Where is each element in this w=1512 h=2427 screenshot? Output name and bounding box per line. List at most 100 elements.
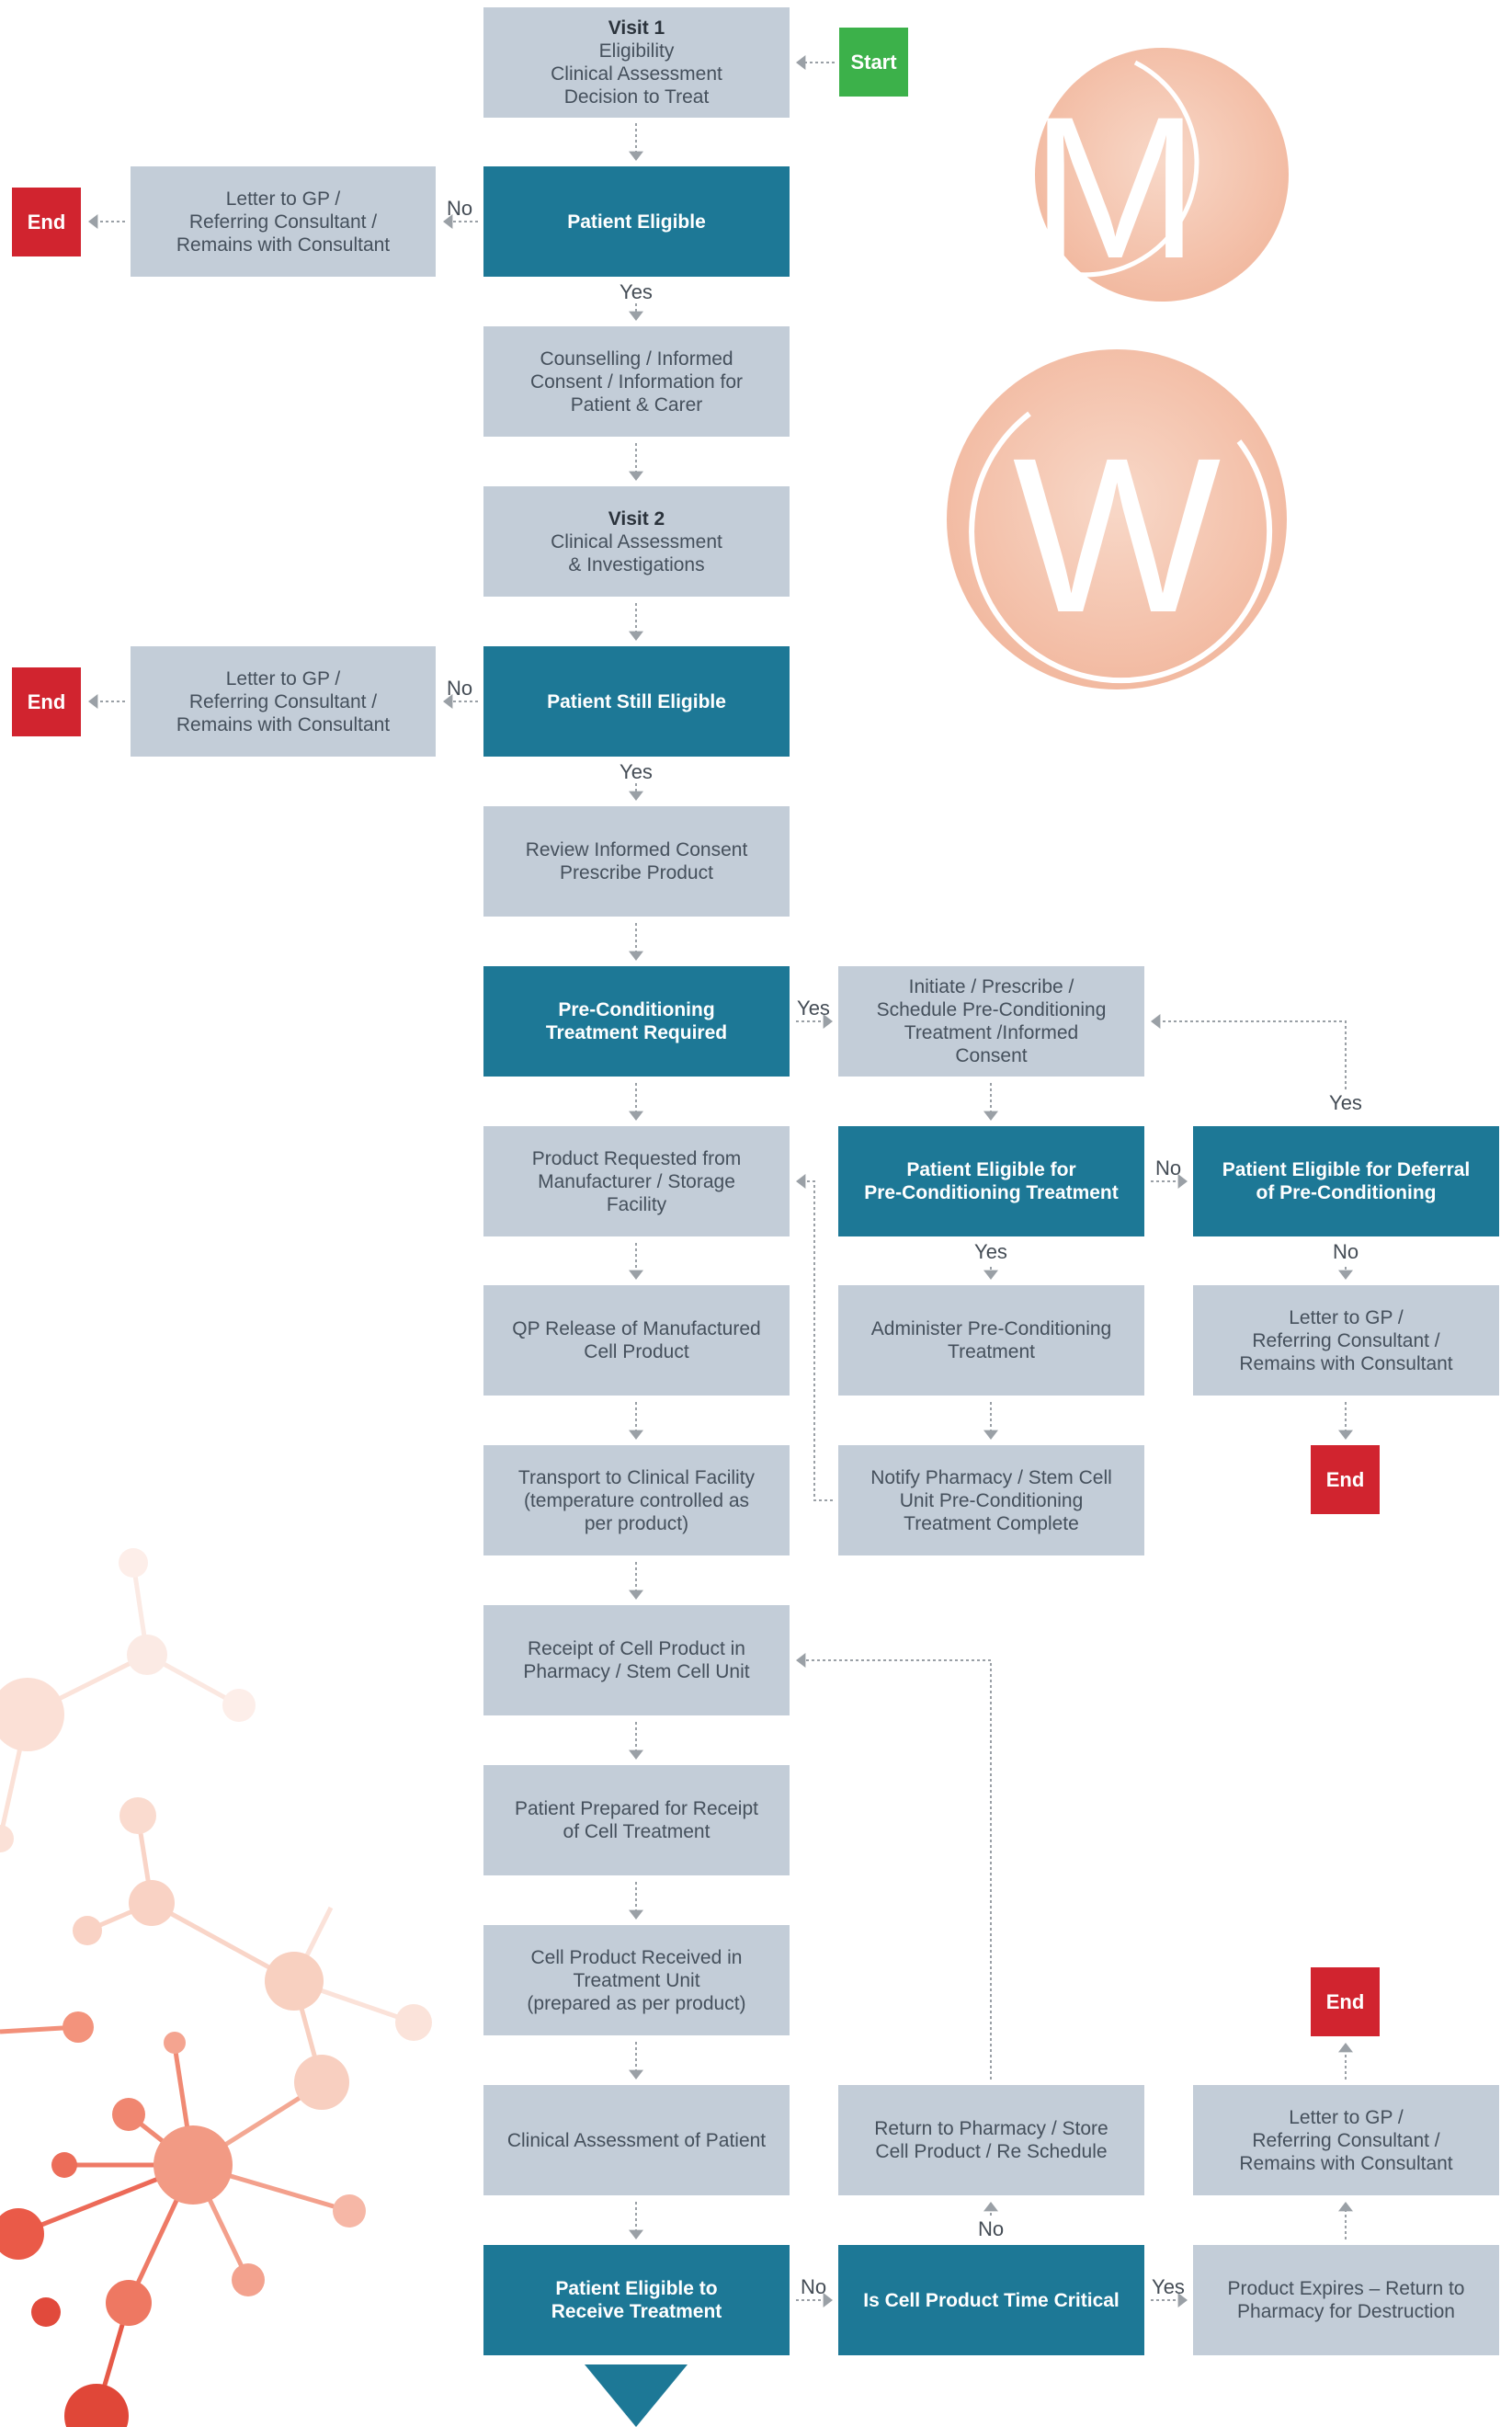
arrowhead-icon — [983, 1430, 998, 1440]
notify-line: Unit Pre-Conditioning — [899, 1489, 1084, 1511]
arrowhead-icon — [629, 1749, 643, 1760]
arrowhead-icon — [1338, 1430, 1353, 1440]
visit1-title: Visit 1 — [608, 17, 665, 39]
counselling-box: Counselling / Informed Consent / Informa… — [483, 326, 790, 437]
arrowhead-icon — [443, 214, 453, 229]
prepared-line: of Cell Treatment — [563, 1821, 711, 1842]
arrowhead-icon — [1177, 1174, 1188, 1189]
arrowhead-icon — [1338, 2202, 1353, 2212]
svg-text:M: M — [1030, 74, 1199, 301]
end-label: End — [1325, 1468, 1365, 1491]
arrowhead-icon — [983, 1270, 998, 1280]
notify-line: Treatment Complete — [904, 1512, 1079, 1534]
counselling-line: Counselling / Informed — [540, 348, 733, 370]
received-line: (prepared as per product) — [527, 1992, 746, 2014]
eligible-deferral-decision: Patient Eligible for Deferral of Pre-Con… — [1193, 1126, 1499, 1236]
eligible-precond-decision: Patient Eligible for Pre-Conditioning Tr… — [838, 1126, 1144, 1236]
administer-box: Administer Pre-Conditioning Treatment — [838, 1285, 1144, 1396]
arrowhead-icon — [629, 2069, 643, 2079]
visit1-line: Decision to Treat — [563, 86, 710, 108]
expires-line: Pharmacy for Destruction — [1237, 2301, 1455, 2322]
arrowhead-icon — [629, 2229, 643, 2239]
received-line: Cell Product Received in — [530, 1946, 743, 1968]
visit1-box: Visit 1 Eligibility Clinical Assessment … — [483, 7, 790, 118]
notify-line: Notify Pharmacy / Stem Cell — [870, 1466, 1112, 1488]
logo-w-icon: W — [947, 349, 1287, 689]
arrowhead-icon — [88, 694, 98, 709]
end-label: End — [27, 211, 66, 234]
letter-line: Remains with Consultant — [1239, 2152, 1453, 2174]
label-no: No — [977, 2217, 1005, 2240]
arrowhead-icon — [1177, 2293, 1188, 2307]
label-no: No — [1154, 1157, 1182, 1179]
end-label: End — [1325, 1990, 1365, 2013]
arrowhead-icon — [629, 631, 643, 641]
receipt-box: Receipt of Cell Product in Pharmacy / St… — [483, 1605, 790, 1715]
arrowhead-icon — [629, 951, 643, 961]
arrowhead-icon — [796, 55, 806, 70]
qp-release-line: QP Release of Manufactured — [512, 1318, 761, 1339]
connector-line — [1158, 1020, 1347, 1089]
letter-gp-box: Letter to GP / Referring Consultant / Re… — [131, 646, 436, 757]
counselling-line: Consent / Information for — [529, 370, 744, 393]
decision-line: Patient Eligible to — [555, 2278, 718, 2299]
label-yes: Yes — [1152, 2275, 1185, 2298]
label-yes: Yes — [797, 997, 830, 1020]
letter-gp-box: Letter to GP / Referring Consultant / Re… — [1193, 2085, 1499, 2195]
transport-box: Transport to Clinical Facility (temperat… — [483, 1445, 790, 1555]
end-node: End — [12, 667, 81, 736]
received-line: Treatment Unit — [573, 1969, 700, 1991]
receipt-line: Receipt of Cell Product in — [528, 1638, 745, 1659]
arrowhead-icon — [796, 1174, 806, 1189]
label-yes: Yes — [620, 760, 653, 783]
arrowhead-icon — [1338, 2043, 1353, 2053]
molecule-decoration-icon — [0, 1548, 432, 2427]
qp-release-line: Cell Product — [584, 1341, 689, 1362]
arrowhead-icon — [796, 1653, 806, 1668]
initiate-precond-box: Initiate / Prescribe / Schedule Pre-Cond… — [838, 966, 1144, 1077]
arrowhead-icon — [1151, 1014, 1161, 1029]
label-no: No — [446, 197, 473, 220]
notify-pharmacy-box: Notify Pharmacy / Stem Cell Unit Pre-Con… — [838, 1445, 1144, 1555]
arrowhead-icon — [629, 1909, 643, 1920]
end-node: End — [1311, 1445, 1380, 1514]
decision-label: Patient Still Eligible — [547, 690, 726, 712]
transport-line: Transport to Clinical Facility — [517, 1466, 756, 1488]
arrowhead-icon — [1338, 1270, 1353, 1280]
clinical-assessment-line: Clinical Assessment of Patient — [506, 2129, 767, 2151]
letter-line: Letter to GP / — [1289, 2106, 1404, 2128]
return-pharmacy-box: Return to Pharmacy / Store Cell Product … — [838, 2085, 1144, 2195]
label-yes: Yes — [620, 280, 653, 303]
label-yes: Yes — [1329, 1091, 1362, 1114]
arrowhead-icon — [443, 694, 453, 709]
svg-text:W: W — [1013, 412, 1222, 658]
initiate-line: Schedule Pre-Conditioning — [876, 999, 1107, 1020]
product-received-box: Cell Product Received in Treatment Unit … — [483, 1925, 790, 2035]
administer-line: Treatment — [948, 1341, 1035, 1362]
review-line: Prescribe Product — [560, 862, 713, 883]
clinical-assessment-box: Clinical Assessment of Patient — [483, 2085, 790, 2195]
decision-line: Pre-Conditioning Treatment — [864, 1182, 1119, 1203]
decision-line: Receive Treatment — [551, 2301, 722, 2322]
arrowhead-icon — [983, 1111, 998, 1121]
end-node: End — [12, 188, 81, 256]
letter-line: Letter to GP / — [225, 667, 341, 689]
decision-label: Patient Eligible — [567, 211, 706, 233]
counselling-line: Patient & Carer — [570, 393, 703, 416]
expires-line: Product Expires – Return to — [1227, 2278, 1465, 2299]
visit2-box: Visit 2 Clinical Assessment & Investigat… — [483, 486, 790, 597]
label-no: No — [446, 677, 473, 700]
arrowhead-icon — [629, 311, 643, 321]
letter-gp-box: Letter to GP / Referring Consultant / Re… — [1193, 1285, 1499, 1396]
decision-line: Patient Eligible for — [906, 1159, 1076, 1180]
product-requested-line: Facility — [606, 1193, 667, 1215]
end-label: End — [27, 690, 66, 713]
arrowhead-icon — [629, 471, 643, 481]
arrowhead-icon — [823, 2293, 833, 2307]
visit1-line: Eligibility — [598, 40, 675, 62]
letter-line: Remains with Consultant — [176, 234, 391, 256]
connector-line — [804, 1659, 992, 2079]
start-node: Start — [839, 28, 908, 97]
